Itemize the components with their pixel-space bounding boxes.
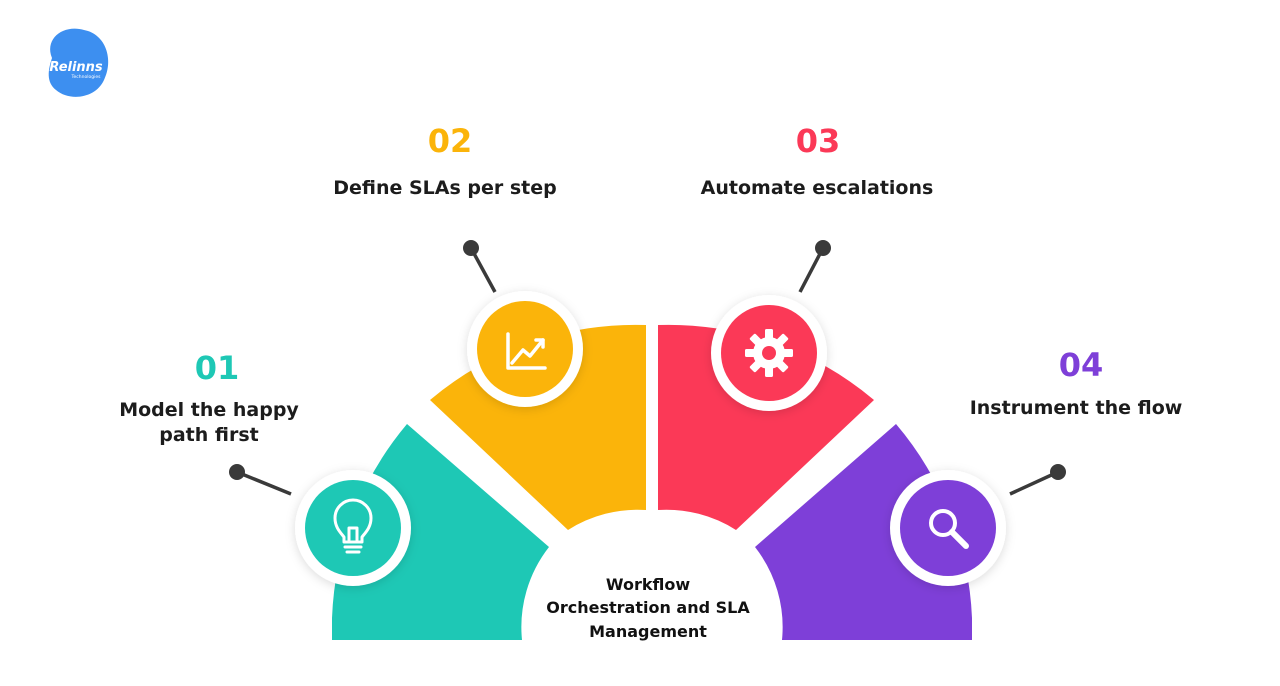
logo-blob — [48, 28, 109, 97]
step-number-2: 02 — [428, 122, 473, 160]
icon-badge-step-2 — [467, 291, 583, 407]
center-line-2: Orchestration and SLA — [546, 598, 750, 617]
connector-dot-2 — [463, 240, 479, 256]
center-line-3: Management — [589, 622, 707, 641]
step-number-4: 04 — [1059, 346, 1104, 384]
step-label-1: 01 Model the happy path first — [119, 349, 299, 446]
step-label-2: 02 Define SLAs per step — [333, 122, 557, 199]
lightbulb-icon — [333, 498, 373, 554]
connector-step-4 — [1009, 464, 1066, 496]
connector-step-1 — [229, 464, 292, 496]
connector-dot-1 — [229, 464, 245, 480]
gear-icon — [745, 329, 793, 377]
connector-dot-3 — [815, 240, 831, 256]
center-line-1: Workflow — [606, 575, 690, 594]
step-title-4: Instrument the flow — [970, 397, 1183, 419]
icon-badge-fill-2 — [477, 301, 573, 397]
logo-name: Relinns — [49, 60, 103, 75]
step-number-1: 01 — [195, 349, 240, 387]
step-number-3: 03 — [796, 122, 841, 160]
icon-badge-fill-4 — [900, 480, 996, 576]
brand-logo: Relinns Technologies — [48, 28, 109, 97]
step-title-1-line-2: path first — [159, 424, 259, 446]
center-title: Workflow Orchestration and SLA Managemen… — [546, 575, 750, 641]
segment-step-4 — [755, 424, 972, 640]
segment-step-1 — [332, 424, 549, 640]
growth-chart-icon — [506, 332, 547, 370]
connector-dot-4 — [1050, 464, 1066, 480]
icon-badge-step-3 — [711, 295, 827, 411]
segment-shape-1 — [332, 424, 549, 640]
logo-tagline: Technologies — [71, 74, 102, 80]
step-label-3: 03 Automate escalations — [701, 122, 934, 199]
magnifier-icon — [929, 509, 969, 549]
step-title-1-line-1: Model the happy — [119, 399, 299, 421]
step-title-3: Automate escalations — [701, 177, 934, 199]
step-title-2: Define SLAs per step — [333, 177, 557, 199]
icon-badge-step-4 — [890, 470, 1006, 586]
connector-step-3 — [798, 240, 831, 293]
connector-step-2 — [463, 240, 497, 293]
segment-shape-4 — [755, 424, 972, 640]
icon-badge-step-1 — [295, 470, 411, 586]
step-label-4: 04 Instrument the flow — [970, 346, 1183, 419]
